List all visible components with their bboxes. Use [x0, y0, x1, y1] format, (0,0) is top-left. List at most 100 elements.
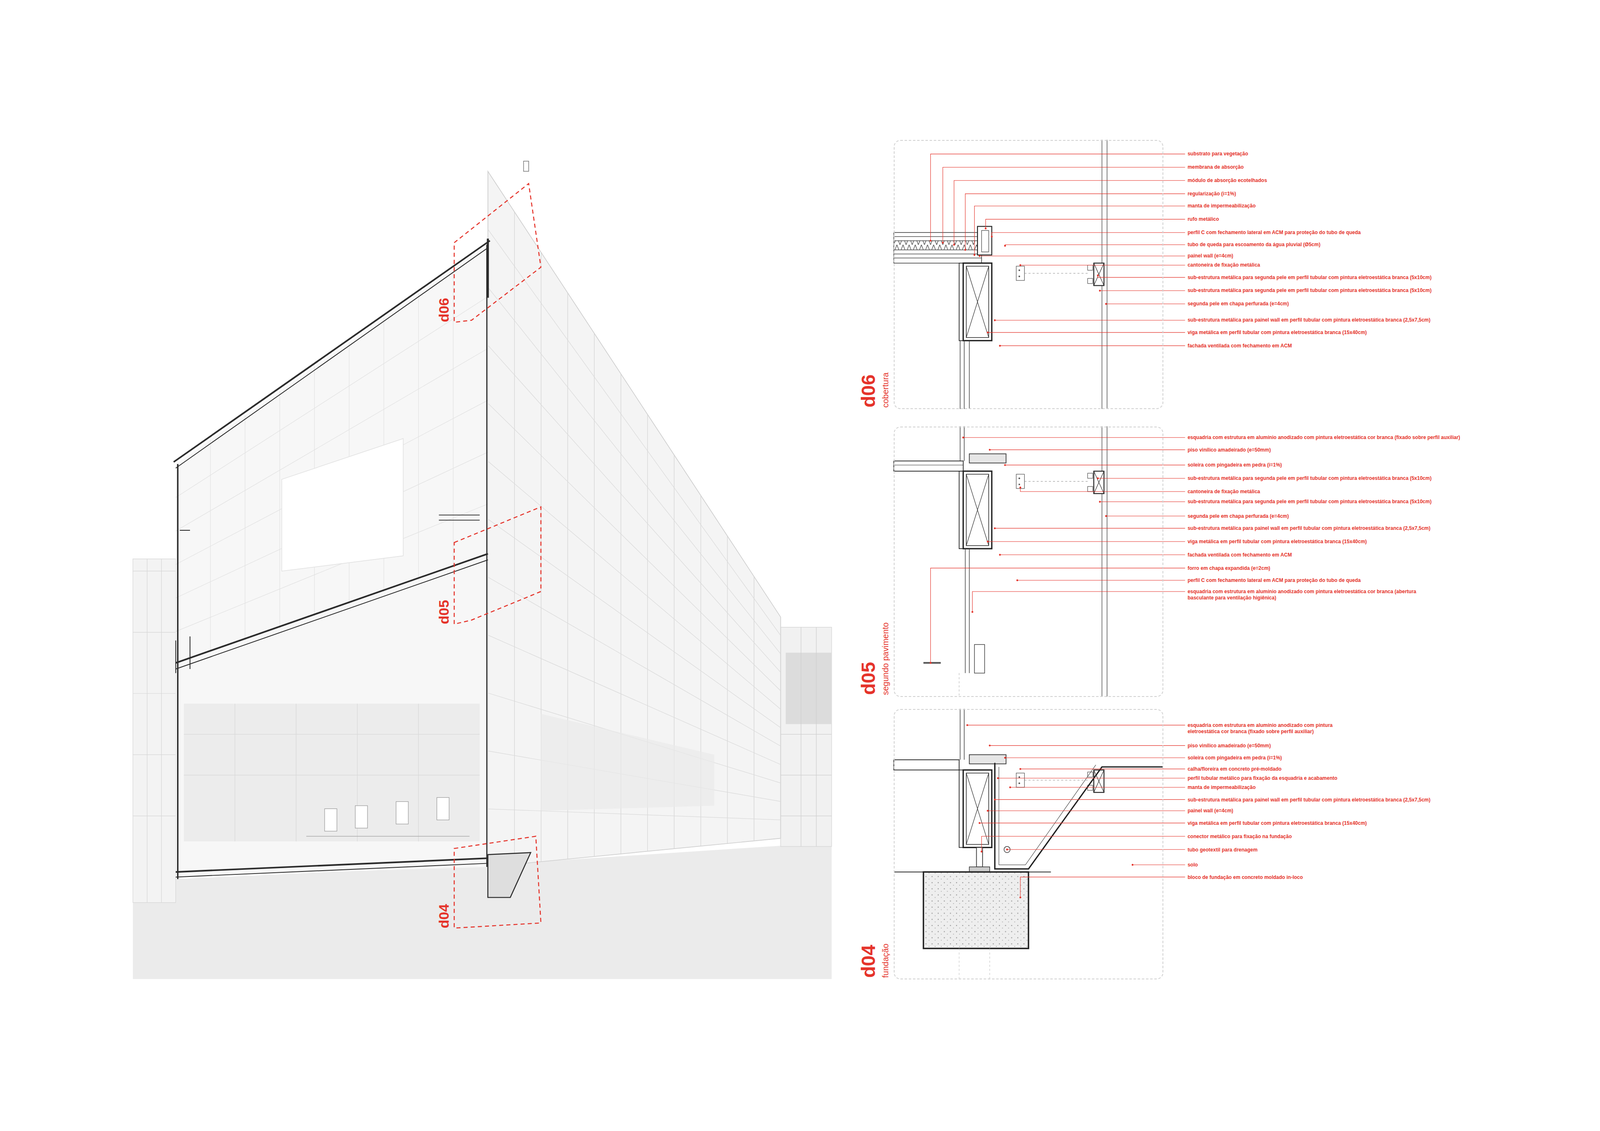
leader-line: [989, 745, 1185, 746]
leader-dot: [1019, 896, 1022, 899]
leader-dot: [1004, 245, 1006, 247]
leader-dot: [990, 235, 993, 238]
leader-dot: [1105, 302, 1107, 305]
leader-line: [1007, 849, 1185, 850]
annotation-label: substrato para vegetação: [1186, 150, 1249, 158]
annotation-label: painel wall (e=4cm): [1186, 252, 1235, 260]
leader-dot: [993, 527, 996, 530]
detail-number: d05: [858, 662, 878, 695]
leader-line: [942, 167, 1185, 243]
annotation-label: sub-estrutura metálica para segunda pele…: [1186, 475, 1433, 482]
leader-dot: [973, 254, 975, 256]
annotation-label: segunda pele em chapa perfurada (e=4cm): [1186, 513, 1290, 520]
leader-line: [987, 541, 1185, 542]
leader-line: [1017, 580, 1185, 581]
leader-line: [1000, 345, 1185, 346]
leader-dot: [993, 319, 996, 322]
annotation-label: calha/floreira em concreto pré-moldado: [1186, 766, 1283, 773]
annotation-label: módulo de absorção ecotelhados: [1186, 177, 1268, 184]
leader-line: [1020, 768, 1185, 770]
leader-dot: [1097, 274, 1099, 277]
leader-line: [979, 822, 1185, 824]
annotation-label: soleira com pingadeira em pedra (i=1%): [1186, 462, 1283, 469]
leader-dot: [984, 227, 987, 230]
leader-dot: [1004, 464, 1006, 466]
annotation-label: cantoneira de fixação metálica: [1186, 488, 1261, 495]
leader-line: [1020, 487, 1185, 492]
detail-panel: d06cobertura: [893, 140, 1164, 410]
annotation-label: rufo metálico: [1186, 216, 1220, 223]
leader-dot: [1019, 264, 1022, 266]
leader-dot: [929, 240, 932, 242]
leader-line: [1105, 303, 1185, 305]
leader-dot: [1131, 864, 1134, 866]
leader-line: [989, 449, 1185, 450]
leader-line: [965, 193, 1186, 250]
leader-dot: [962, 436, 965, 439]
leader-line: [1097, 275, 1185, 278]
leader-dot: [999, 554, 1001, 556]
annotation-label: sub-estrutura metálica para segunda pele…: [1186, 287, 1433, 294]
leader-dot: [966, 724, 968, 726]
leader-dot: [1019, 486, 1022, 489]
annotation-label: viga metálica em perfil tubular com pint…: [1186, 538, 1368, 545]
leader-dot: [980, 850, 983, 853]
annotation-label: sub-estrutura metálica para painel wall …: [1186, 797, 1432, 804]
annotation-label: cantoneira de fixação metálica: [1186, 262, 1261, 269]
leader-dot: [988, 744, 991, 747]
leader-dot: [988, 448, 991, 451]
annotation-label: perfil tubular metálico para fixação da …: [1186, 775, 1338, 782]
leader-dot: [997, 777, 999, 780]
leader-line: [1000, 554, 1185, 555]
leader-line: [967, 725, 1185, 726]
detail-panel: d05segundo pavimento: [893, 426, 1164, 698]
leader-dot: [1016, 579, 1018, 582]
leader-line: [1005, 245, 1185, 246]
leader-dot: [929, 662, 932, 664]
annotation-label: bloco de fundação em concreto moldado in…: [1186, 874, 1304, 881]
annotation-label: sub-estrutura metálica para painel wall …: [1186, 317, 1432, 324]
detail-panel: d04fundação: [893, 709, 1164, 980]
annotation-label: painel wall (e=4cm): [1186, 807, 1235, 815]
leader-line: [997, 777, 1185, 779]
annotation-label: fachada ventilada com fechamento em ACM: [1186, 552, 1293, 559]
callout-number: d05: [436, 600, 451, 625]
detail-number: d04: [858, 945, 878, 978]
annotation-label: perfil C com fechamento lateral em ACM p…: [1186, 577, 1362, 584]
leader-line: [985, 219, 1186, 229]
leader-dot: [1097, 477, 1099, 480]
leader-line: [963, 437, 1185, 438]
annotation-label: piso vinílico amadeirado (e=50mm): [1186, 742, 1272, 750]
leader-line: [1020, 265, 1185, 266]
annotation-label: esquadria com estrutura em alumínio anod…: [1186, 722, 1364, 735]
leader-line: [1100, 290, 1185, 291]
leader-line: [1105, 515, 1185, 517]
annotation-label: esquadria com estrutura em alumínio anod…: [1186, 588, 1439, 602]
leader-dot: [1006, 848, 1008, 851]
annotation-label: sub-estrutura metálica para painel wall …: [1186, 525, 1432, 532]
callout-number: d04: [436, 904, 451, 929]
annotation-label: tubo geotextil para drenagem: [1186, 847, 1259, 854]
leader-dot: [1009, 786, 1011, 789]
annotation-label: segunda pele em chapa perfurada (e=4cm): [1186, 300, 1290, 308]
leader-line: [1097, 478, 1185, 479]
leader-line: [1005, 465, 1185, 466]
annotation-label: sub-estrutura metálica para segunda pele…: [1186, 274, 1433, 281]
annotation-label: manta de impermeabilização: [1186, 784, 1257, 791]
leader-dot: [986, 540, 989, 543]
leader-line: [974, 206, 1186, 256]
leader-line: [1020, 877, 1185, 898]
annotation-label: forro em chapa expandida (e=2cm): [1186, 565, 1271, 572]
leader-dot: [978, 255, 981, 257]
detail-title: cobertura: [881, 372, 890, 408]
leader-dot: [993, 798, 996, 801]
leader-line: [930, 154, 1185, 241]
annotation-label: tubo de queda para escoamento da água pl…: [1186, 241, 1322, 248]
leader-line: [1132, 864, 1185, 865]
leader-dot: [978, 822, 981, 824]
leader-line: [991, 232, 1185, 237]
callout-number: d06: [436, 297, 451, 323]
annotation-label: viga metálica em perfil tubular com pint…: [1186, 329, 1368, 336]
leader-dot: [952, 243, 955, 246]
